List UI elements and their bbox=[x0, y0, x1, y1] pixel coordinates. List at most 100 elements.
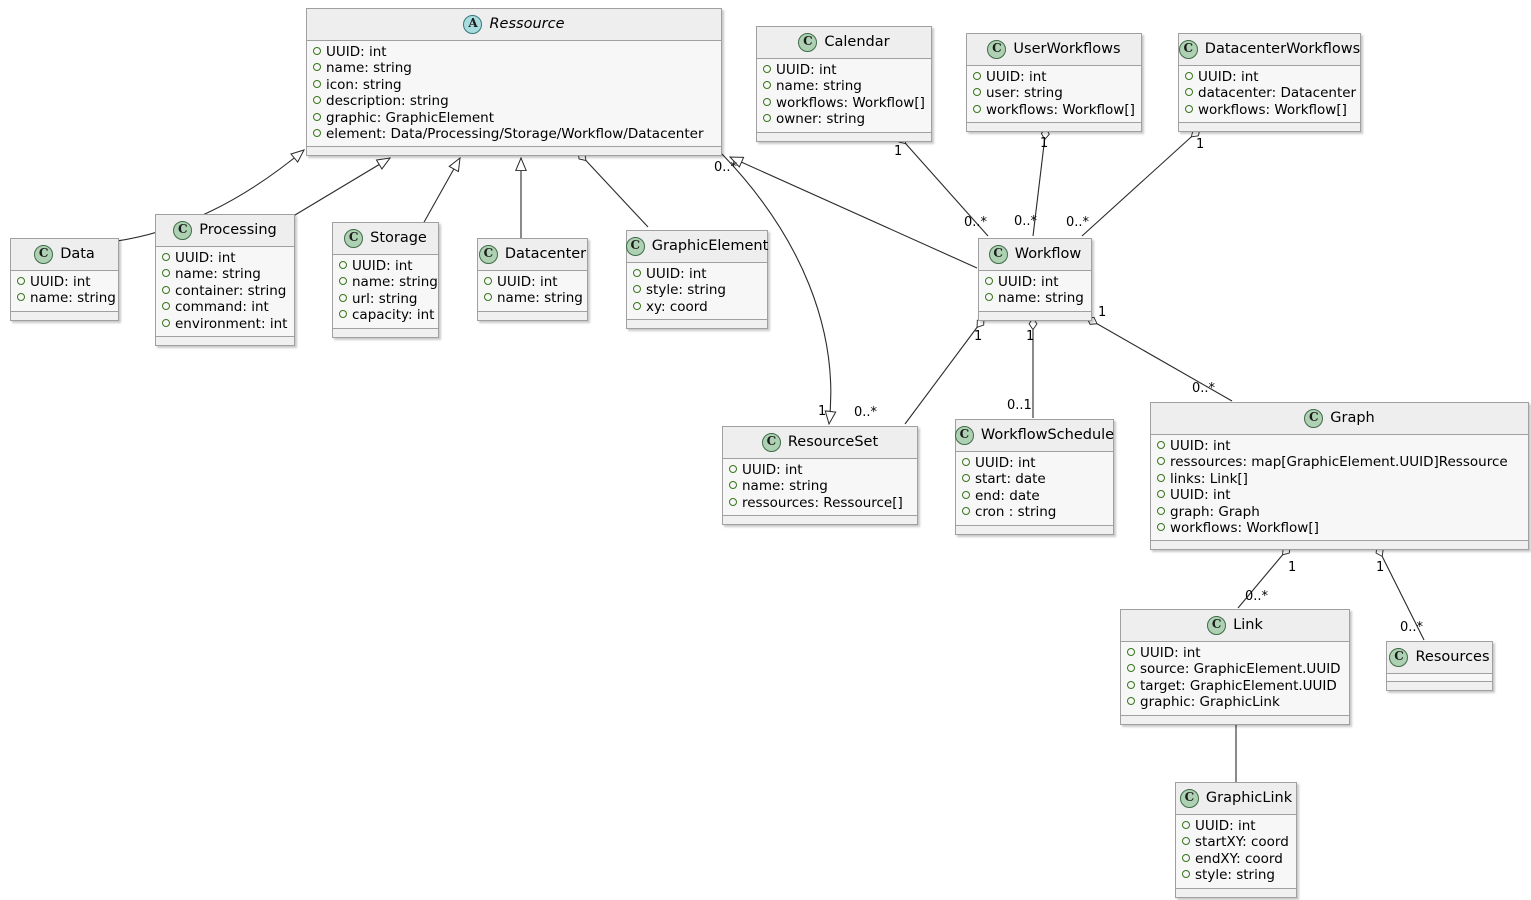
edge-datacenterworkflows-workflow bbox=[1081, 129, 1200, 237]
multiplicity-m-datacenterworkflows-workflow: 1 bbox=[1196, 137, 1205, 152]
class-icon: C bbox=[1179, 788, 1199, 808]
class-name-data: Data bbox=[60, 246, 95, 262]
edge-storage-ressource bbox=[422, 158, 460, 225]
attribute-label: graphic: GraphicElement bbox=[326, 109, 495, 126]
public-visibility-icon bbox=[313, 79, 321, 88]
attribute-row: user: string bbox=[973, 85, 1135, 101]
attribute-row: workflows: Workflow[] bbox=[1185, 102, 1354, 118]
public-visibility-icon bbox=[962, 490, 970, 499]
class-methods-workflow bbox=[979, 311, 1091, 320]
edge-processing-ressource bbox=[289, 158, 390, 219]
attribute-label: UUID: int bbox=[975, 455, 1036, 471]
class-icon: C bbox=[344, 228, 364, 248]
attribute-row: end: date bbox=[962, 488, 1107, 504]
public-visibility-icon bbox=[1185, 104, 1193, 113]
public-visibility-icon bbox=[1182, 837, 1190, 846]
public-visibility-icon bbox=[729, 465, 737, 473]
class-icon: C bbox=[1178, 39, 1198, 59]
attribute-row: name: string bbox=[985, 290, 1085, 306]
multiplicity-m-schedule-01: 0..1 bbox=[1007, 398, 1032, 413]
attribute-label: name: string bbox=[497, 290, 583, 307]
attribute-label: UUID: int bbox=[998, 274, 1059, 290]
public-visibility-icon bbox=[633, 301, 641, 310]
class-name-processing: Processing bbox=[199, 222, 277, 238]
attribute-label: style: string bbox=[1195, 867, 1275, 884]
attribute-row: graphic: GraphicElement bbox=[313, 110, 715, 126]
public-visibility-icon bbox=[484, 277, 492, 285]
public-visibility-icon bbox=[162, 318, 170, 327]
public-visibility-icon bbox=[1127, 680, 1135, 689]
attribute-label: command: int bbox=[175, 299, 269, 316]
public-visibility-icon bbox=[1157, 490, 1165, 499]
public-visibility-icon bbox=[763, 81, 771, 90]
attribute-label: UUID: int bbox=[497, 274, 558, 290]
class-icon: C bbox=[1207, 615, 1227, 635]
attribute-label: element: Data/Processing/Storage/Workflo… bbox=[326, 126, 704, 143]
multiplicity-m-userworkflows-workflow: 1 bbox=[1040, 136, 1049, 151]
attribute-row: UUID: int bbox=[985, 274, 1085, 290]
class-icon: C bbox=[987, 39, 1007, 59]
attribute-label: owner: string bbox=[776, 111, 866, 128]
class-icon: C bbox=[34, 244, 54, 264]
class-name-graphicelement: GraphicElement bbox=[651, 238, 769, 254]
class-name-graph: Graph bbox=[1330, 410, 1375, 426]
public-visibility-icon bbox=[973, 104, 981, 113]
public-visibility-icon bbox=[1182, 853, 1190, 862]
class-header-storage: C Storage bbox=[333, 223, 438, 255]
attribute-label: style: string bbox=[646, 282, 726, 299]
attribute-label: UUID: int bbox=[175, 250, 236, 266]
attribute-label: UUID: int bbox=[1170, 487, 1231, 504]
abstract-class-icon: A bbox=[463, 14, 483, 34]
attribute-label: datacenter: Datacenter bbox=[1198, 85, 1357, 102]
attribute-row: ressources: Ressource[] bbox=[729, 495, 911, 511]
attribute-label: UUID: int bbox=[1195, 818, 1256, 834]
public-visibility-icon bbox=[162, 302, 170, 311]
class-methods-datacenterworkflows bbox=[1179, 123, 1360, 132]
public-visibility-icon bbox=[1185, 72, 1193, 80]
attribute-row: graph: Graph bbox=[1157, 504, 1522, 520]
public-visibility-icon bbox=[162, 269, 170, 278]
class-name-storage: Storage bbox=[370, 230, 427, 246]
public-visibility-icon bbox=[1185, 88, 1193, 97]
class-icon: C bbox=[625, 236, 645, 256]
public-visibility-icon bbox=[763, 65, 771, 73]
attribute-row: name: string bbox=[17, 290, 116, 306]
class-name-link: Link bbox=[1233, 617, 1263, 633]
attribute-label: UUID: int bbox=[352, 258, 413, 274]
public-visibility-icon bbox=[729, 481, 737, 490]
multiplicity-m-workflow-calendar: 0..* bbox=[964, 215, 988, 230]
class-methods-processing bbox=[156, 337, 294, 346]
attribute-row: start: date bbox=[962, 471, 1107, 487]
multiplicity-m-ressource-graphicelement: 0..* bbox=[714, 160, 738, 175]
attribute-label: environment: int bbox=[175, 315, 288, 332]
class-methods-graphicelement bbox=[627, 320, 767, 329]
class-icon: C bbox=[798, 32, 818, 52]
attribute-label: workflows: Workflow[] bbox=[1198, 101, 1347, 118]
class-name-calendar: Calendar bbox=[824, 34, 890, 50]
public-visibility-icon bbox=[1157, 523, 1165, 532]
